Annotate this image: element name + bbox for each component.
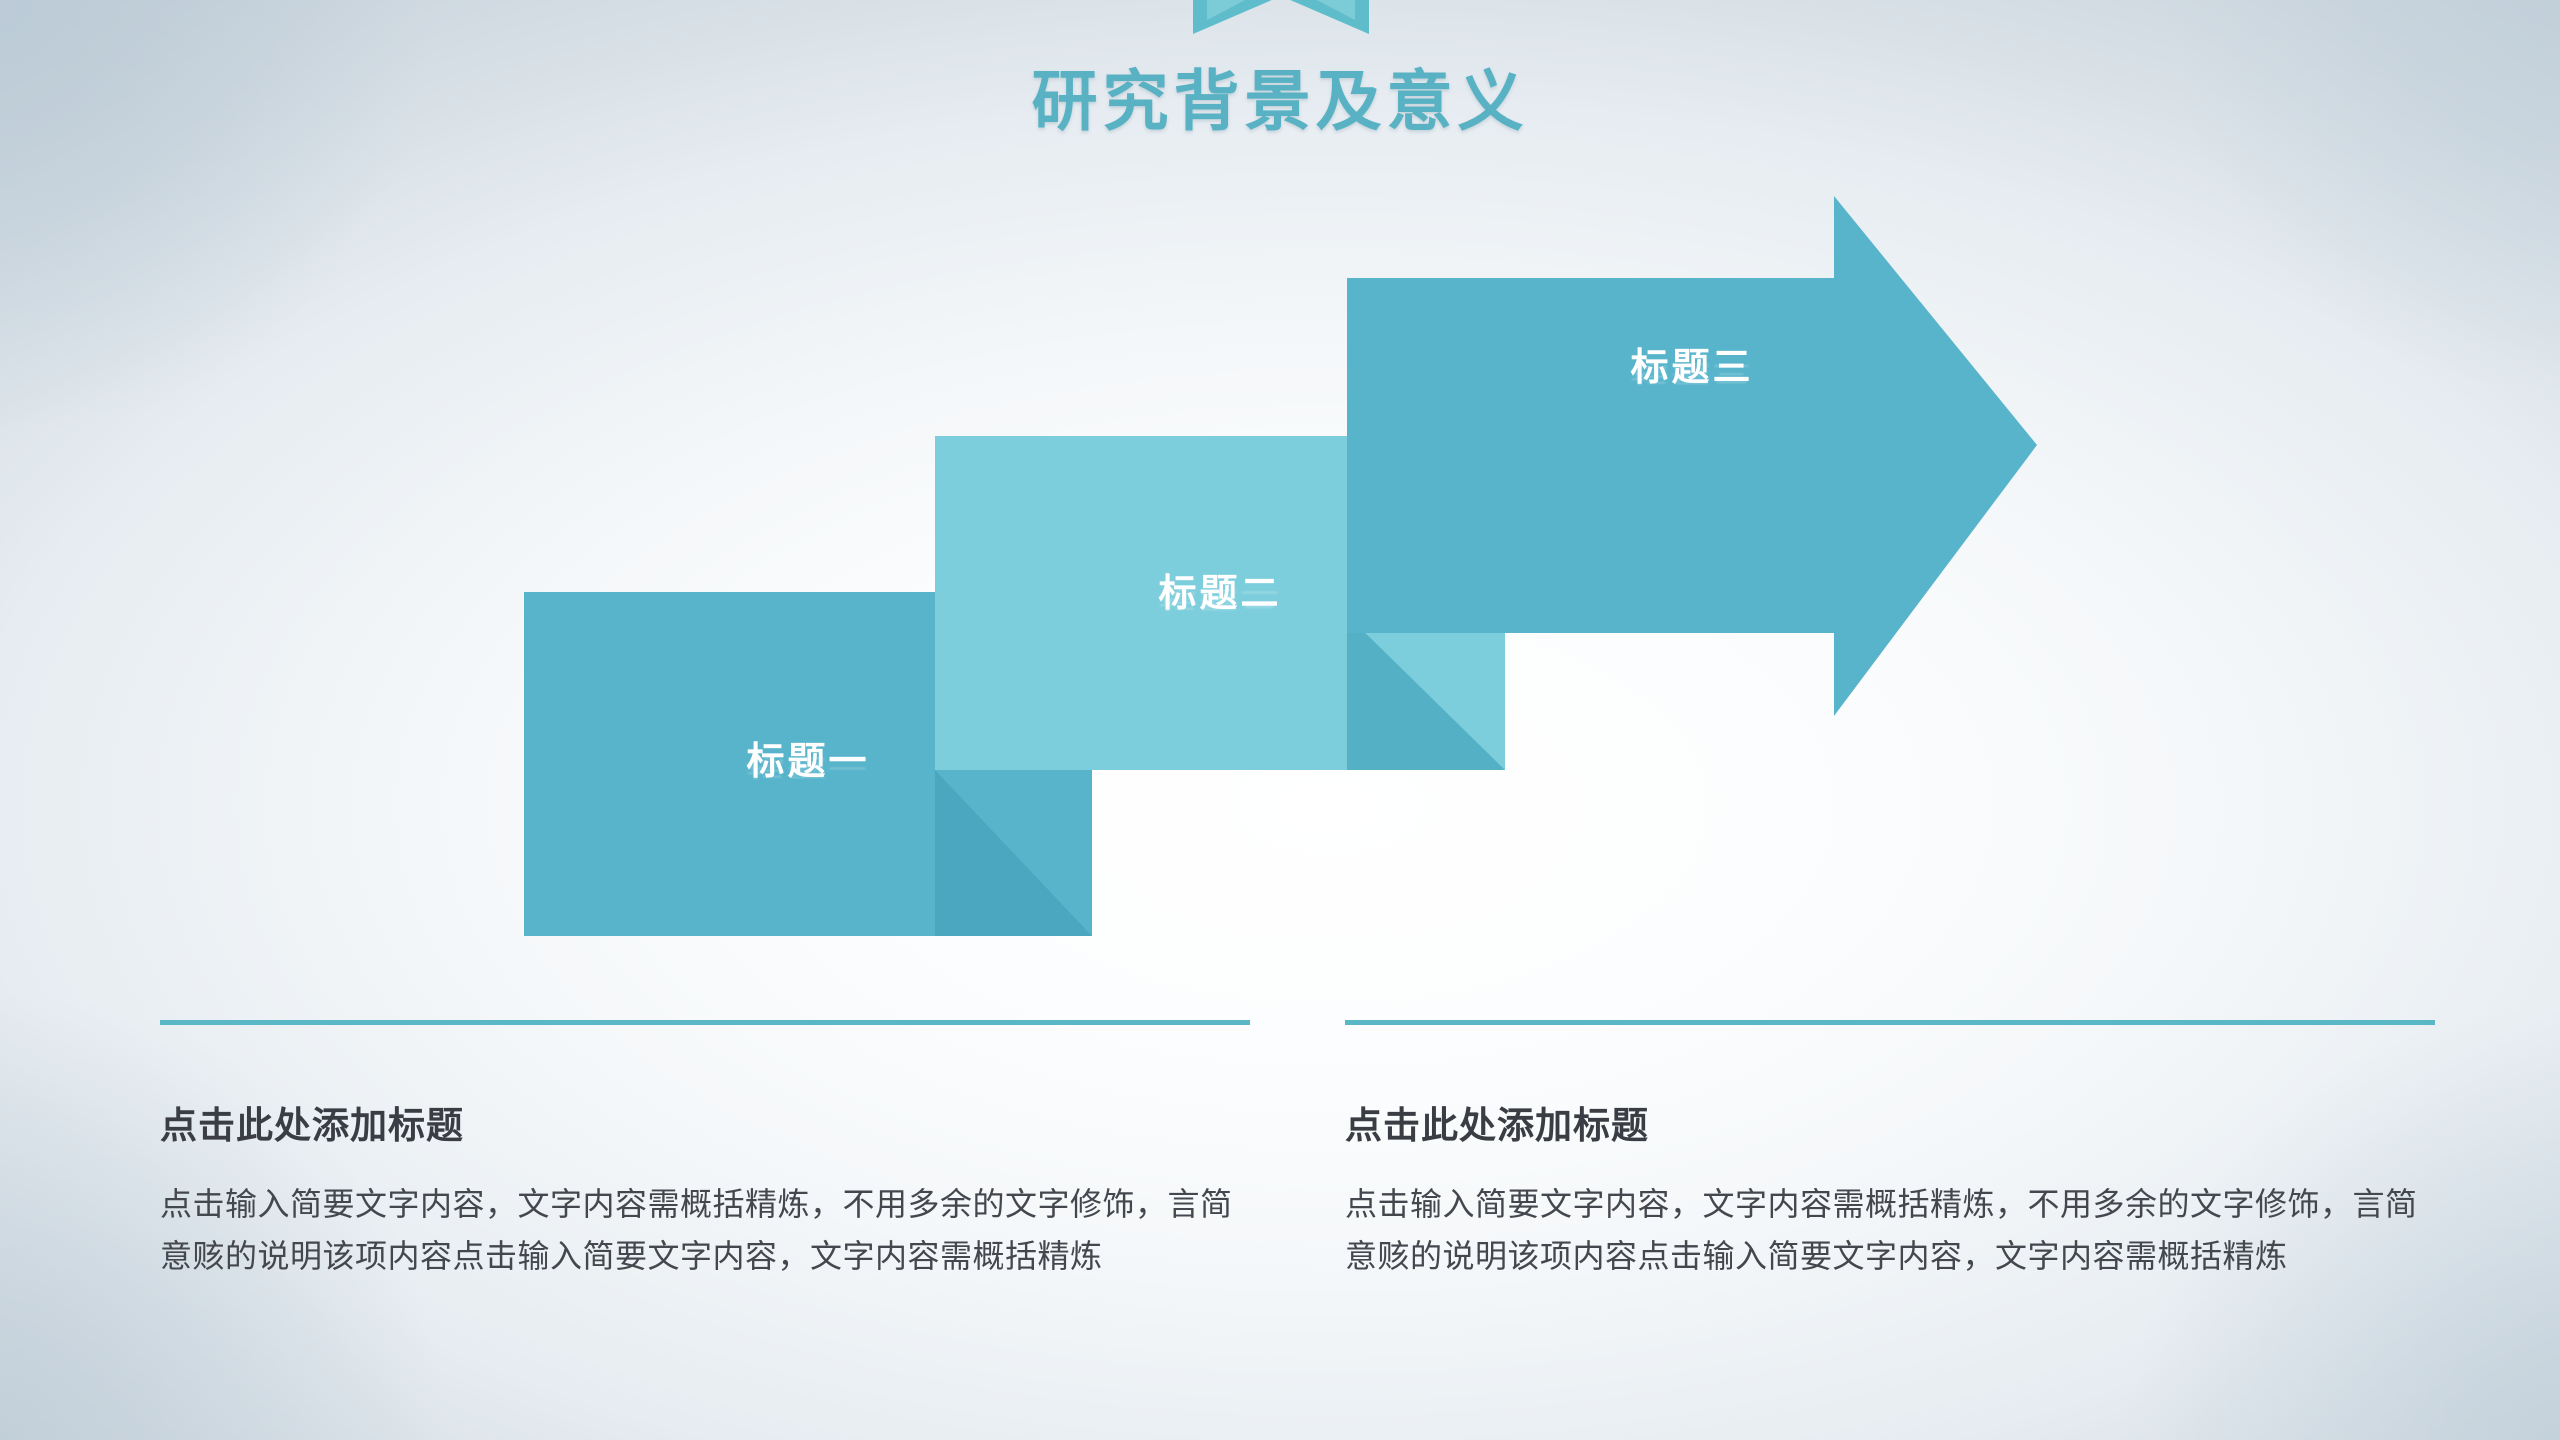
description-columns: 点击此处添加标题 点击输入简要文字内容，文字内容需概括精炼，不用多余的文字修饰，…	[0, 1020, 2560, 1440]
arrow-right-icon	[1347, 196, 2037, 716]
process-step-3-label-reflection: 标题三	[1630, 360, 1754, 387]
column-right-divider	[1345, 1020, 2435, 1025]
process-step-2-label: 标题二 标题二	[935, 562, 1505, 674]
process-step-3[interactable]: 标题三 标题三	[1347, 196, 2037, 716]
column-left-heading: 点击此处添加标题	[160, 1105, 464, 1146]
process-step-3-label: 标题三 标题三	[1347, 336, 2037, 448]
description-column-right: 点击此处添加标题 点击输入简要文字内容，文字内容需概括精炼，不用多余的文字修饰，…	[1345, 1020, 2435, 1283]
description-column-left: 点击此处添加标题 点击输入简要文字内容，文字内容需概括精炼，不用多余的文字修饰，…	[160, 1020, 1250, 1283]
title-ribbon-decoration	[1193, 0, 1369, 34]
column-right-body: 点击输入简要文字内容，文字内容需概括精炼，不用多余的文字修饰，言简意赅的说明该项…	[1345, 1186, 2418, 1274]
page-title: 研究背景及意义	[1031, 64, 1529, 138]
column-right-heading: 点击此处添加标题	[1345, 1105, 1649, 1146]
column-left-divider	[160, 1020, 1250, 1025]
process-step-1-label: 标题一 标题一	[524, 730, 1092, 842]
column-left-body: 点击输入简要文字内容，文字内容需概括精炼，不用多余的文字修饰，言简意赅的说明该项…	[160, 1186, 1233, 1274]
arrow-process-diagram: 标题一 标题一 标题二 标题二 标题三 标题三	[524, 196, 2037, 936]
